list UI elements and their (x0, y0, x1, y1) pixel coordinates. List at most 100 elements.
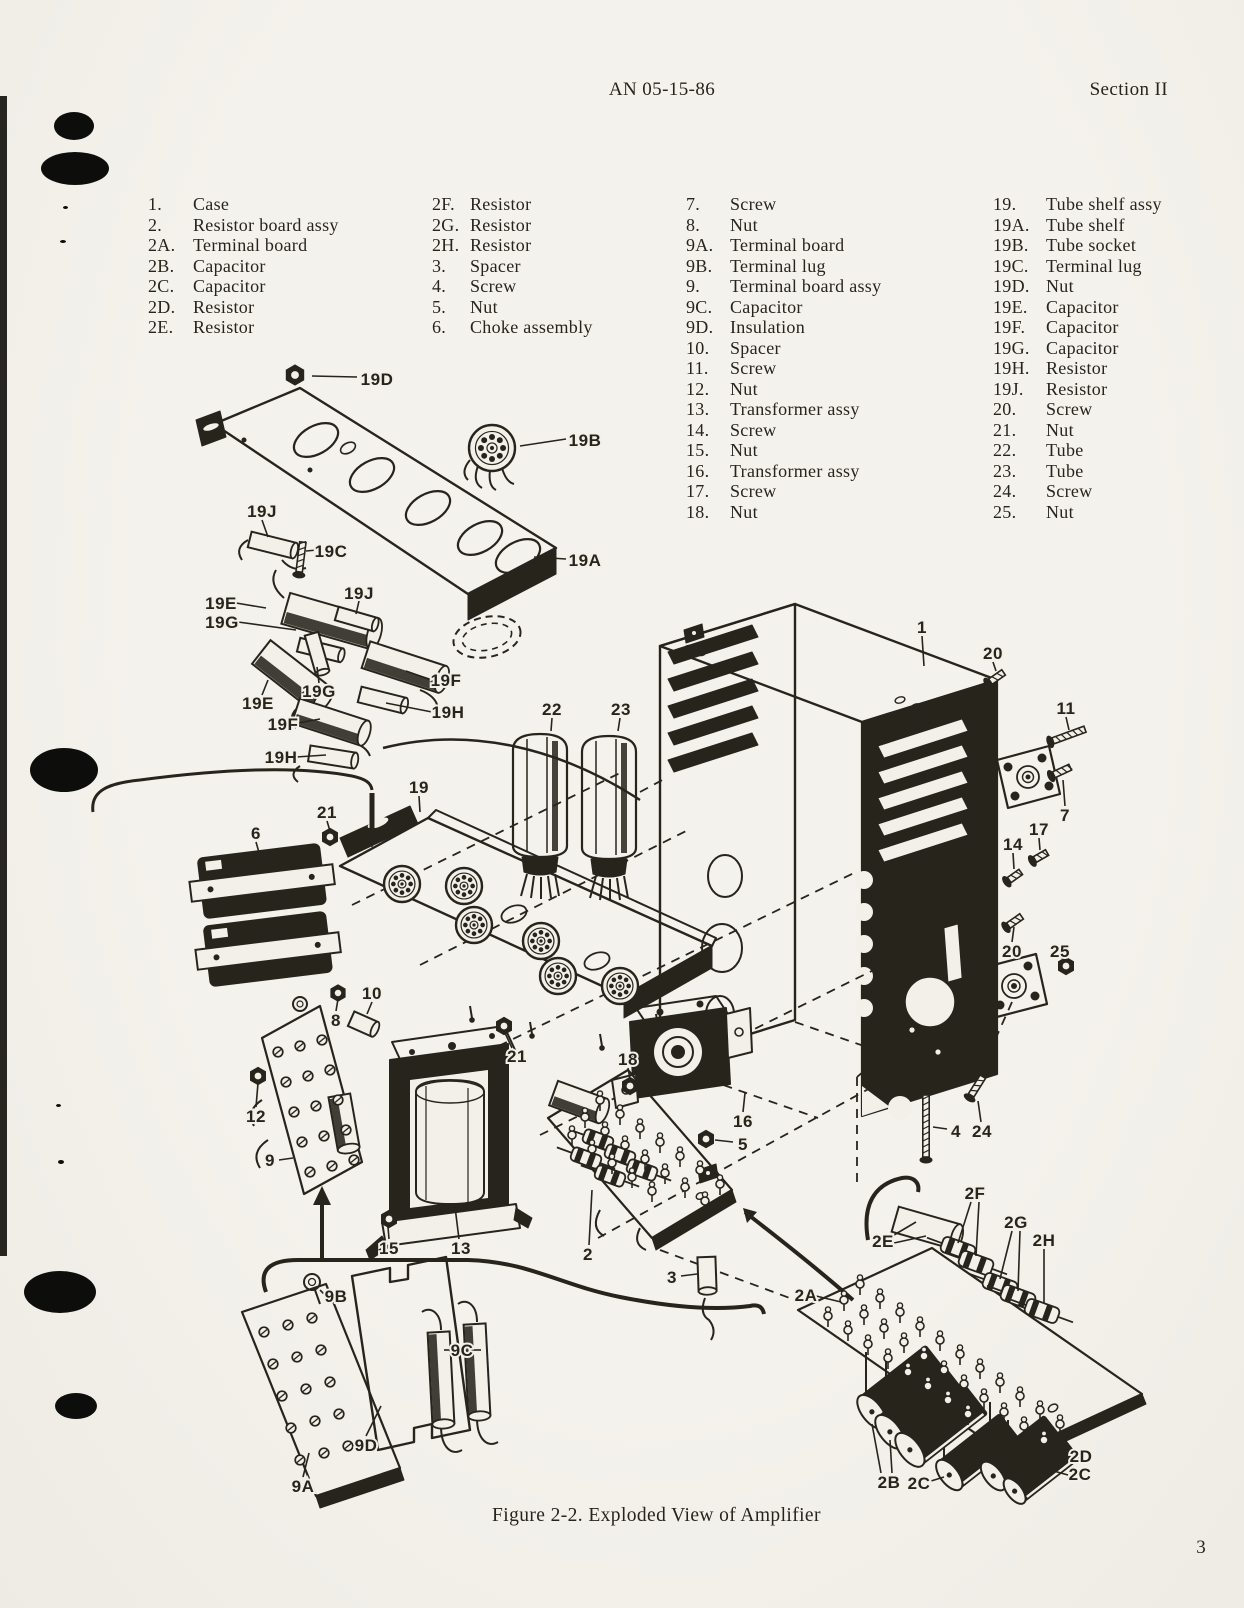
figure-callout-19G: 19G (302, 682, 336, 701)
part-name: Capacitor (730, 296, 803, 317)
part-number: 19B. (993, 235, 1029, 255)
parts-row: 2.Resistor board assy (148, 215, 339, 236)
part-number: 19E. (993, 296, 1028, 317)
parts-row: 16.Transformer assy (686, 461, 881, 482)
parts-row: 1.Case (148, 194, 339, 215)
parts-row: 6.Choke assembly (432, 317, 593, 338)
part-name: Tube socket (1046, 235, 1137, 255)
part-number: 9C. (686, 296, 713, 317)
parts-row: 19J. Resistor (993, 379, 1162, 400)
part-name: Nut (1046, 419, 1074, 440)
figure-callout-8: 8 (331, 1011, 341, 1030)
part-name: Nut (730, 214, 758, 235)
parts-row: 18.Nut (686, 502, 881, 523)
figure-callout-19F: 19F (268, 715, 299, 734)
part-number: 22. (993, 440, 1017, 460)
part-number: 19H. (993, 358, 1030, 378)
parts-row: 13.Transformer assy (686, 399, 881, 420)
parts-row: 21. Nut (993, 420, 1162, 441)
figure-callout-17: 17 (1029, 820, 1049, 839)
part-number: 23. (993, 460, 1017, 481)
figure-caption: Figure 2-2. Exploded View of Amplifier (492, 1505, 821, 1526)
parts-row: 20.Screw (993, 399, 1162, 420)
part-number: 16. (686, 460, 710, 481)
parts-row: 7.Screw (686, 194, 881, 215)
figure-callout-20: 20 (1002, 942, 1022, 961)
part-number: 19J. (993, 378, 1024, 399)
parts-row: 11. Screw (686, 358, 881, 379)
part-name: Resistor (470, 194, 532, 214)
parts-row: 4.Screw (432, 276, 593, 297)
figure-callout-2E: 2E (872, 1232, 894, 1251)
parts-row: 5.Nut (432, 297, 593, 318)
part-name: Resistor (193, 296, 255, 317)
part-number: 2B. (148, 255, 175, 276)
figure-callout-23: 23 (611, 700, 631, 719)
parts-row: 19F.Capacitor (993, 317, 1162, 338)
part-number: 24. (993, 481, 1017, 501)
parts-row: 19H.Resistor (993, 358, 1162, 379)
parts-row: 19E.Capacitor (993, 297, 1162, 318)
figure-callout-20: 20 (983, 644, 1003, 663)
scan-edge-artifact (0, 96, 7, 1256)
figure-callout-22: 22 (542, 700, 562, 719)
part-name: Terminal board assy (730, 276, 882, 296)
figure-callout-9: 9 (265, 1151, 275, 1170)
figure-callout-13: 13 (451, 1239, 471, 1258)
part-name: Resistor (470, 214, 532, 235)
part-name: Capacitor (1046, 337, 1119, 358)
figure-callout-19J: 19J (247, 502, 277, 521)
part-name: Screw (730, 358, 777, 378)
figure-callout-2H: 2H (1033, 1231, 1056, 1250)
part-name: Nut (730, 378, 758, 399)
part-name: Tube shelf assy (1046, 194, 1162, 214)
figure-callout-1: 1 (917, 618, 927, 637)
part-name: Nut (1046, 276, 1074, 296)
parts-row: 9A.Terminal board (686, 235, 881, 256)
part-name: Choke assembly (470, 317, 593, 337)
figure-callout-19G: 19G (205, 613, 239, 632)
figure-callout-7: 7 (1060, 806, 1070, 825)
figure-callout-24: 24 (972, 1122, 992, 1141)
binder-mark (55, 1393, 97, 1419)
part-name: Terminal board (193, 235, 308, 255)
part-number: 19G. (993, 337, 1030, 358)
figure-callout-19F: 19F (431, 671, 462, 690)
parts-row: 19C.Terminal lug (993, 256, 1162, 277)
parts-row: 25.Nut (993, 502, 1162, 523)
parts-row: 12. Nut (686, 379, 881, 400)
part-name: Transformer assy (730, 399, 860, 419)
figure-callouts: 19D19B19A19J19C19E19G19J19F19E19G19H19F1… (203, 368, 1094, 1498)
parts-row: 2B.Capacitor (148, 256, 339, 277)
binder-mark (41, 152, 109, 185)
part-number: 9B. (686, 255, 713, 276)
figure-callout-25: 25 (1050, 942, 1070, 961)
part-number: 19A. (993, 214, 1030, 235)
part-number: 11. (686, 358, 709, 378)
part-number: 15. (686, 440, 710, 460)
part-number: 21. (993, 419, 1017, 440)
part-name: Screw (1046, 399, 1093, 419)
scan-speck (56, 1104, 61, 1107)
part-number: 9. (686, 276, 701, 296)
part-name: Tube shelf (1046, 214, 1125, 235)
parts-row: 19B. Tube socket (993, 235, 1162, 256)
parts-row: 9D.Insulation (686, 317, 881, 338)
part-name: Resistor (1046, 378, 1108, 399)
part-number: 12. (686, 378, 710, 399)
figure-callout-19H: 19H (432, 703, 465, 722)
figure-callout-9A: 9A (292, 1477, 315, 1496)
part-name: Screw (730, 194, 777, 214)
figure-callout-2C: 2C (908, 1474, 931, 1493)
figure-callout-3: 3 (667, 1268, 677, 1287)
figure-callout-9B: 9B (325, 1287, 348, 1306)
parts-row: 19D.Nut (993, 276, 1162, 297)
part-number: 14. (686, 419, 710, 440)
scan-speck (60, 240, 66, 243)
parts-row: 9. Terminal board assy (686, 276, 881, 297)
part-name: Terminal lug (1046, 255, 1142, 276)
parts-row: 2E.Resistor (148, 317, 339, 338)
parts-row: 9C. Capacitor (686, 297, 881, 318)
